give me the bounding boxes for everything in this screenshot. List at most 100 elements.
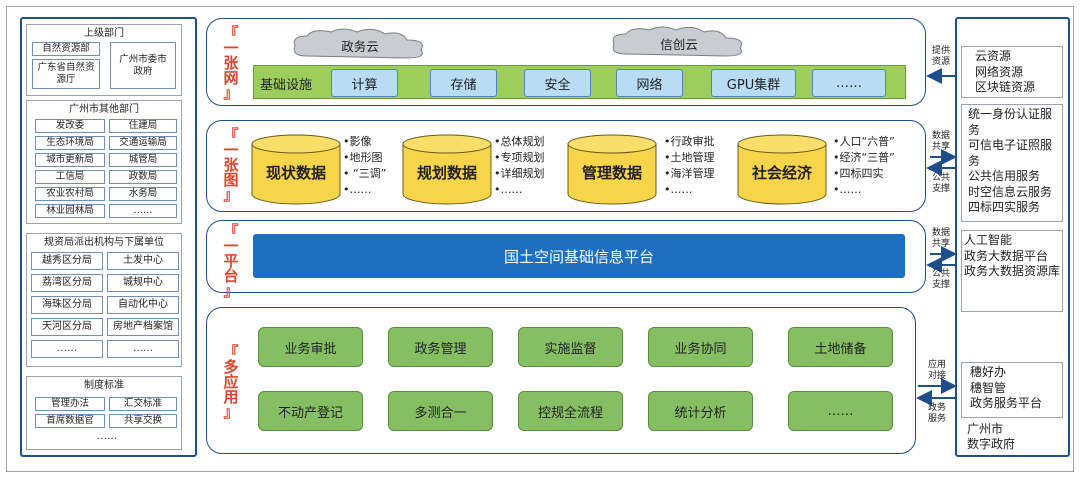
right-box-line: 广州市 bbox=[967, 422, 1004, 436]
cloud-label: 政务云 bbox=[341, 39, 379, 54]
arrow-label: 公共 支撑 bbox=[931, 269, 950, 290]
right-box-line: 四标四实服务 bbox=[968, 200, 1041, 214]
superior-dept-box: 上级部门 自然资源部 广东省自然资源厅 广州市委市政府 bbox=[26, 24, 182, 96]
data-bullet: •行政审批 bbox=[664, 135, 715, 148]
data-bullet: •专项规划 bbox=[494, 151, 545, 164]
branch-item: …… bbox=[107, 340, 179, 358]
dept-item: 广东省自然资源厅 bbox=[32, 59, 100, 89]
app-module: 多测合一 bbox=[388, 391, 493, 431]
standard-item: 管理办法 bbox=[35, 397, 105, 411]
branch-item: 土发中心 bbox=[107, 252, 179, 270]
dept-item: 农业农村局 bbox=[35, 187, 105, 201]
data-bullet: •土地管理 bbox=[664, 151, 715, 164]
public-service-box: 统一身份认证服务可信电子证照服务公共信用服务时空信息云服务四标四实服务 bbox=[961, 104, 1063, 222]
dept-item: 林业园林局 bbox=[35, 204, 105, 218]
platform-row-label: 『 一 平 台 』 bbox=[223, 222, 239, 300]
right-box-line: 网络资源 bbox=[975, 64, 1024, 79]
dept-item: 住建局 bbox=[109, 119, 177, 133]
arrow-label: 应用 对接 bbox=[927, 360, 946, 381]
platform-bar: 国土空间基础信息平台 bbox=[253, 234, 905, 278]
map-row-label: 『 一 张 图 』 bbox=[223, 126, 239, 204]
data-bullet: •海洋管理 bbox=[664, 167, 715, 180]
other-dept-box: 广州市其他部门 发改委住建局生态环境局交通运输局城市更新局城管局工信局政数局农业… bbox=[26, 100, 182, 224]
map-row bbox=[206, 120, 926, 212]
dept-item: …… bbox=[109, 204, 177, 218]
right-box-line: 政务服务平台 bbox=[970, 396, 1043, 410]
data-bullet: •经济“三普” bbox=[833, 151, 895, 164]
database-cylinder-icon bbox=[251, 134, 341, 205]
app-module: 控规全流程 bbox=[518, 391, 623, 431]
data-group-name: 管理数据 bbox=[581, 164, 642, 182]
branch-item: 自动化中心 bbox=[107, 296, 179, 314]
right-box-line: 统一身份认证服务 bbox=[968, 107, 1053, 137]
platform-name: 国土空间基础信息平台 bbox=[503, 247, 654, 266]
standard-item: …… bbox=[97, 431, 117, 442]
data-bullet: •…… bbox=[494, 183, 523, 196]
data-bullet: •四标四实 bbox=[833, 167, 884, 180]
infra-item: 存储 bbox=[430, 69, 497, 97]
apps-row-label: 『 多 应 用 』 bbox=[223, 343, 239, 421]
standards-title: 制度标准 bbox=[84, 380, 124, 391]
app-module: 业务审批 bbox=[258, 327, 363, 367]
infra-item: …… bbox=[812, 69, 886, 97]
infra-item: 网络 bbox=[616, 69, 683, 97]
digital-gov-footer: 广州市数字政府 bbox=[967, 422, 1015, 452]
branch-item: 海珠区分局 bbox=[31, 296, 103, 314]
arrow-label: 政务 服务 bbox=[927, 403, 946, 424]
other-dept-title: 广州市其他部门 bbox=[69, 104, 139, 115]
cloud-resource-box: 云资源网络资源区块链资源 bbox=[961, 46, 1063, 98]
standards-box: 制度标准 管理办法 汇交标准 首席数据官 共享交换 …… bbox=[26, 376, 182, 450]
data-bullet: •详细规划 bbox=[494, 167, 545, 180]
database-cylinder-icon bbox=[737, 134, 827, 205]
right-box-line: 公共信用服务 bbox=[968, 169, 1041, 183]
infra-item: 安全 bbox=[524, 69, 591, 97]
gov-service-box: 穗好办穗智管政务服务平台 bbox=[961, 362, 1063, 418]
data-bullet: • “三调” bbox=[343, 167, 387, 180]
branch-item: 荔湾区分局 bbox=[31, 274, 103, 292]
cloud-label: 信创云 bbox=[660, 37, 698, 52]
dept-item: 城管局 bbox=[109, 153, 177, 167]
arrow-label: 公共 支撑 bbox=[931, 173, 950, 194]
outer-frame bbox=[6, 6, 1074, 472]
right-box-line: 政务大数据资源库 bbox=[964, 264, 1061, 278]
cloud-icon bbox=[612, 26, 742, 57]
platform-row bbox=[206, 220, 926, 293]
data-group-name: 社会经济 bbox=[751, 164, 812, 182]
right-box-line: 数字政府 bbox=[967, 437, 1016, 451]
data-bullet: •…… bbox=[664, 183, 693, 196]
data-bullet: •地形图 bbox=[343, 151, 383, 164]
data-bullet: •…… bbox=[343, 183, 372, 196]
right-box-line: 政务大数据平台 bbox=[964, 248, 1049, 263]
infra-item: 计算 bbox=[331, 69, 398, 97]
app-module: …… bbox=[788, 391, 893, 431]
database-cylinder-icon bbox=[402, 134, 492, 205]
database-cylinder-icon bbox=[567, 134, 657, 205]
apps-row bbox=[206, 307, 916, 454]
right-box-line: 区块链资源 bbox=[975, 80, 1036, 94]
infrastructure-label: 基础设施 bbox=[260, 78, 313, 93]
superior-dept-title: 上级部门 bbox=[84, 28, 124, 39]
arrow-label: 提供 资源 bbox=[931, 46, 950, 67]
right-panel bbox=[955, 17, 1070, 457]
standard-item: 首席数据官 bbox=[35, 414, 105, 428]
app-module: 政务管理 bbox=[388, 327, 493, 367]
standard-item: 汇交标准 bbox=[109, 397, 177, 411]
big-data-box: 人工智能政务大数据平台政务大数据资源库 bbox=[961, 230, 1063, 312]
right-box-line: 穗智管 bbox=[970, 380, 1007, 395]
right-box-line: 人工智能 bbox=[964, 233, 1013, 247]
dept-item: 工信局 bbox=[35, 170, 105, 184]
dept-item: 发改委 bbox=[35, 119, 105, 133]
network-row bbox=[206, 18, 926, 106]
dept-item: 政数局 bbox=[109, 170, 177, 184]
branch-item: 越秀区分局 bbox=[31, 252, 103, 270]
dept-item: 水务局 bbox=[109, 187, 177, 201]
standard-item: 共享交换 bbox=[109, 414, 177, 428]
branches-title: 规资局派出机构与下属单位 bbox=[44, 237, 164, 248]
network-row-label: 『 一 张 网 』 bbox=[223, 24, 239, 102]
dept-item: 生态环境局 bbox=[35, 136, 105, 150]
data-group-name: 规划数据 bbox=[416, 164, 477, 182]
data-bullet: •总体规划 bbox=[494, 135, 545, 148]
infrastructure-bar: 基础设施 计算 存储 安全 网络 GPU集群 …… bbox=[253, 65, 906, 99]
right-box-line: 云资源 bbox=[975, 49, 1012, 63]
